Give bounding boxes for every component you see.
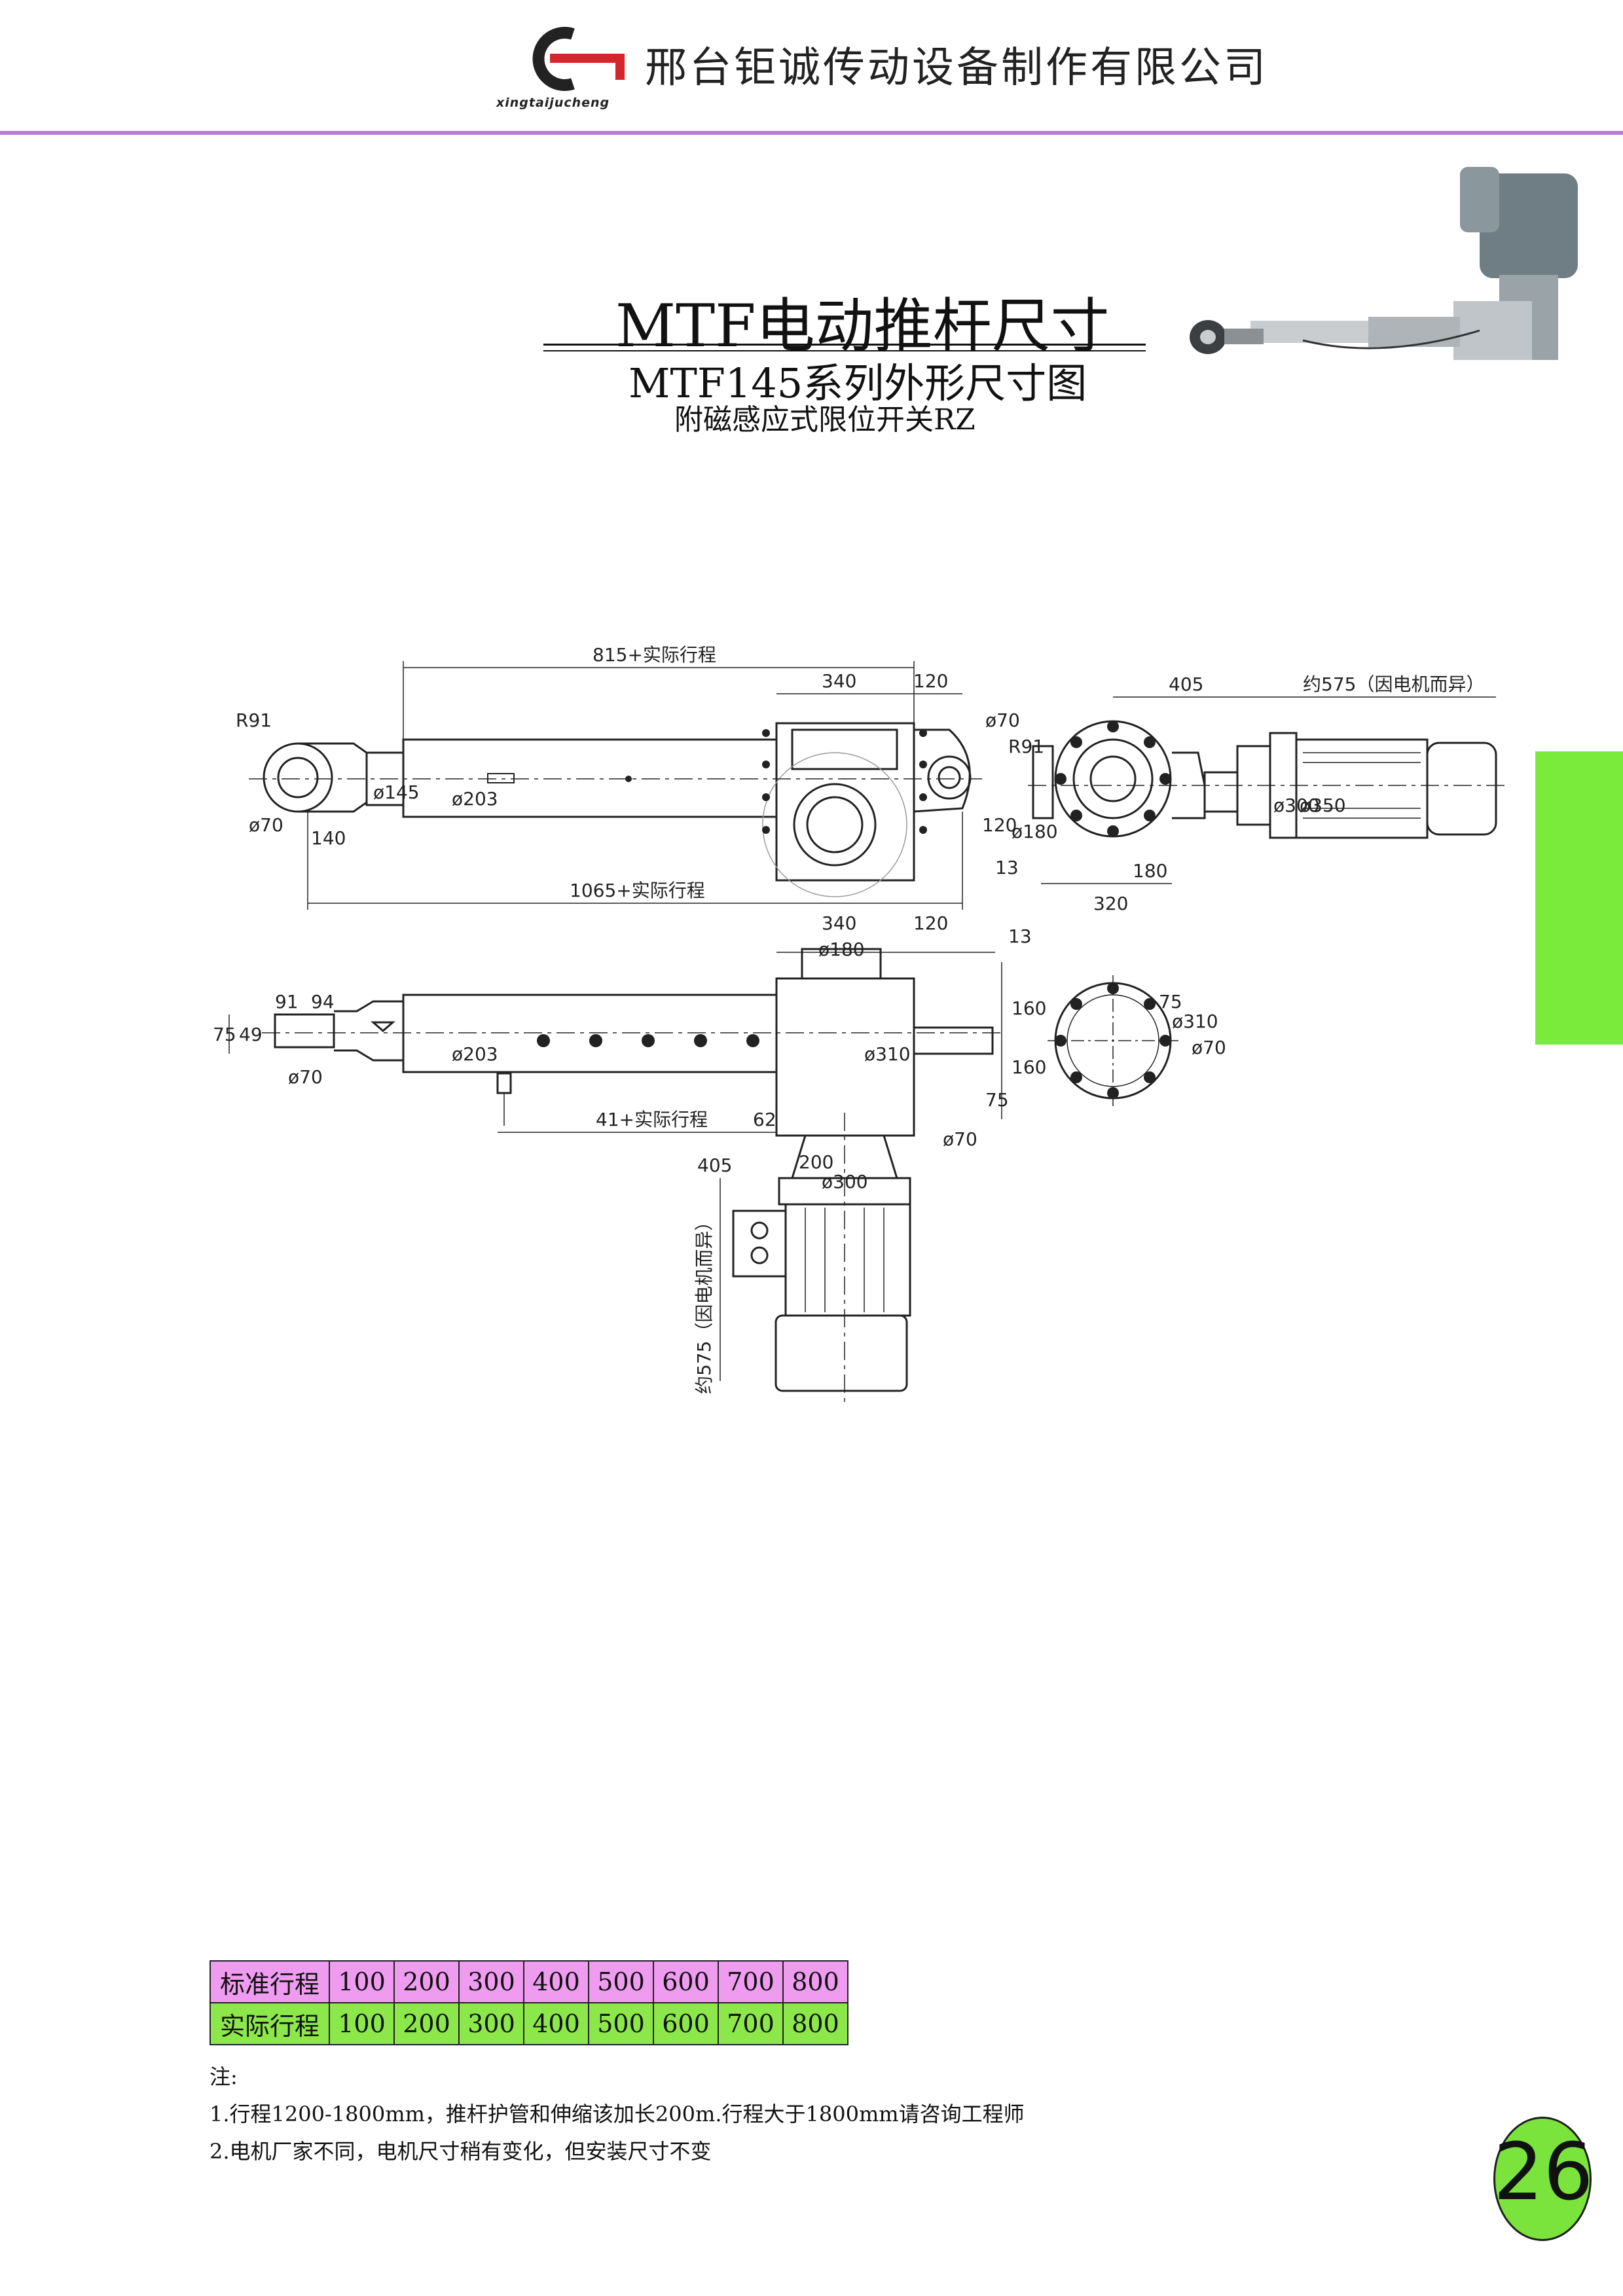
dim-d70-end: ø70 xyxy=(1192,1037,1226,1058)
dim-180: 180 xyxy=(1133,860,1167,882)
table-row: 标准行程 100 200 300 400 500 600 700 800 xyxy=(210,1960,848,2003)
note-2: 2.电机厂家不同，电机尺寸稍有变化，但安装尺寸不变 xyxy=(210,2139,712,2164)
dim-340-bottom: 340 xyxy=(822,912,856,934)
table-cell: 400 xyxy=(523,1960,589,2003)
dim-d300-bottom: ø300 xyxy=(822,1171,868,1193)
dim-160-b: 160 xyxy=(1012,1056,1046,1078)
actual-stroke-label: 实际行程 xyxy=(210,2002,330,2045)
dim-r91: R91 xyxy=(236,709,272,731)
table-cell: 200 xyxy=(393,1960,460,2003)
dim-405: 405 xyxy=(1169,673,1203,695)
title-divider xyxy=(543,344,1146,346)
company-name: 邢台钜诚传动设备制作有限公司 xyxy=(645,44,1268,92)
table-cell: 800 xyxy=(782,1960,848,2003)
table-cell: 400 xyxy=(523,2002,589,2045)
dim-91: 91 xyxy=(275,991,299,1013)
dim-d203-bottom: ø203 xyxy=(452,1043,498,1065)
table-row: 实际行程 100 200 300 400 500 600 700 800 xyxy=(210,2002,848,2045)
side-tab xyxy=(1535,751,1623,1045)
dim-d70-rod: ø70 xyxy=(288,1066,323,1088)
table-cell: 500 xyxy=(588,1960,654,2003)
dim-d180: ø180 xyxy=(1012,821,1058,842)
dim-overall-bottom: 1065+实际行程 xyxy=(570,880,705,901)
series-subtitle: MTF145系列外形尺寸图 xyxy=(629,359,1087,407)
limit-switch-subtitle: 附磁感应式限位开关RZ xyxy=(674,403,976,437)
dim-49: 49 xyxy=(239,1024,263,1045)
dim-d70-shaft: ø70 xyxy=(943,1128,977,1150)
dim-d350: ø350 xyxy=(1300,795,1346,816)
dim-motor-length-v: 约575（因电机而异） xyxy=(693,1213,715,1394)
dim-200: 200 xyxy=(799,1151,833,1173)
dim-75-right: 75 xyxy=(985,1089,1009,1111)
technical-drawing: 815+实际行程 340 120 R91 ø70 ø145 ø203 140 1… xyxy=(213,644,1506,1407)
table-cell: 700 xyxy=(718,1960,784,2003)
dim-140: 140 xyxy=(311,827,346,849)
dim-motor-length-h: 约575（因电机而异） xyxy=(1303,673,1484,695)
table-cell: 100 xyxy=(329,1960,395,2003)
note-1: 1.行程1200-1800mm，推杆护管和伸缩该加长200m.行程大于1800m… xyxy=(210,2102,1025,2126)
std-stroke-label: 标准行程 xyxy=(210,1960,330,2003)
dim-75-end: 75 xyxy=(1159,991,1182,1013)
motor-top-view xyxy=(784,1203,911,1317)
logo-text: xingtaijucheng xyxy=(496,96,610,110)
dim-405-v: 405 xyxy=(697,1155,732,1176)
dim-d70-eye: ø70 xyxy=(985,709,1020,731)
table-cell: 300 xyxy=(458,2002,524,2045)
motor-body-side xyxy=(1295,738,1429,839)
table-cell: 200 xyxy=(393,2002,460,2045)
dim-13: 13 xyxy=(995,857,1019,878)
dim-d310: ø310 xyxy=(864,1043,911,1065)
table-cell: 600 xyxy=(653,2002,719,2045)
dim-d310-end: ø310 xyxy=(1172,1011,1218,1032)
dim-320: 320 xyxy=(1093,893,1128,914)
dim-d180-bottom: ø180 xyxy=(818,939,865,960)
dim-13-bottom: 13 xyxy=(1008,925,1032,947)
main-title: MTF电动推杆尺寸 xyxy=(615,292,1110,361)
dim-340: 340 xyxy=(822,670,856,692)
dim-stroke: 41+实际行程 xyxy=(596,1109,708,1130)
dim-160-a: 160 xyxy=(1012,997,1046,1019)
table-cell: 700 xyxy=(718,2002,784,2045)
table-cell: 500 xyxy=(588,2002,654,2045)
table-cell: 300 xyxy=(458,1960,524,2003)
dim-120-bottom: 120 xyxy=(913,912,948,934)
page-number-badge xyxy=(1493,2117,1592,2241)
stroke-table: 标准行程 100 200 300 400 500 600 700 800 实际行… xyxy=(210,1960,848,2045)
dim-62: 62 xyxy=(753,1109,776,1130)
page-number: 26 xyxy=(1493,2127,1594,2218)
dim-d70: ø70 xyxy=(249,814,283,836)
dim-d300: ø300 xyxy=(1273,795,1320,816)
dim-94: 94 xyxy=(311,991,335,1013)
notes-label: 注: xyxy=(210,2064,238,2089)
header-divider xyxy=(0,131,1623,135)
dim-overall-top: 815+实际行程 xyxy=(593,644,716,666)
title-divider xyxy=(543,350,1146,351)
dim-120v: 120 xyxy=(982,814,1017,836)
dim-120: 120 xyxy=(913,670,948,692)
dim-r91-eye: R91 xyxy=(1008,736,1044,757)
dim-d203: ø203 xyxy=(452,788,498,810)
dim-d145: ø145 xyxy=(373,781,420,803)
product-photo xyxy=(1190,167,1578,360)
table-cell: 600 xyxy=(653,1960,719,2003)
dim-75: 75 xyxy=(213,1024,236,1045)
rod-eye xyxy=(263,742,333,813)
table-cell: 100 xyxy=(329,2002,395,2045)
gearbox-housing xyxy=(775,722,915,882)
table-cell: 800 xyxy=(782,2002,848,2045)
company-logo xyxy=(532,27,625,91)
